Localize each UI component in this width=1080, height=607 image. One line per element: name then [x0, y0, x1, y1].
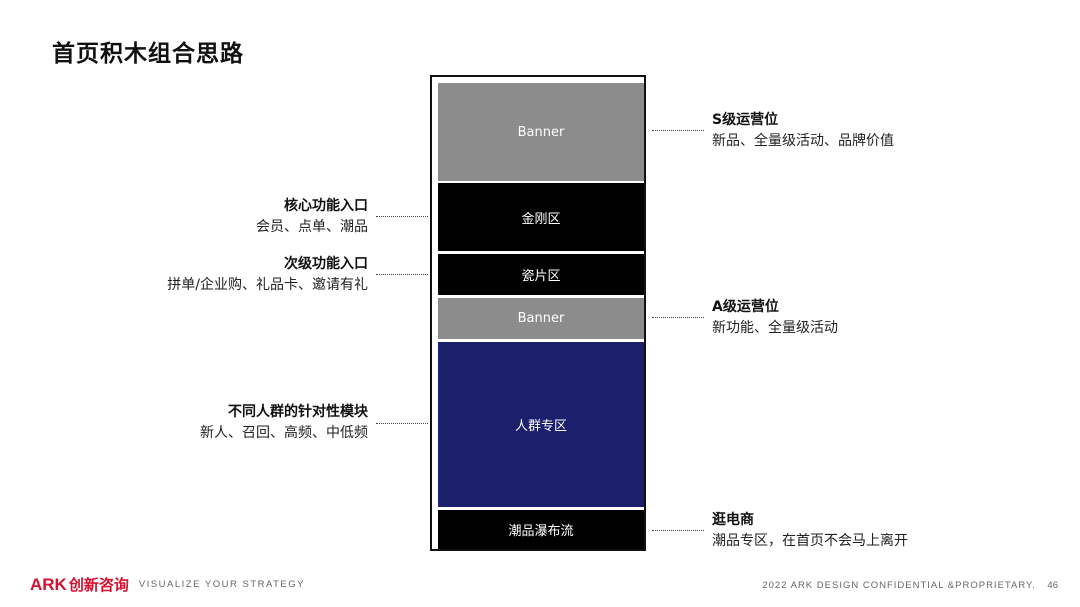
page-title: 首页积木组合思路 — [52, 41, 244, 67]
block-tile-area: 瓷片区 — [438, 254, 644, 295]
annotation-heading: A级运营位 — [712, 299, 779, 315]
leader-line — [652, 130, 704, 131]
annotation-core-entry: 核心功能入口 会员、点单、潮品 — [256, 196, 368, 238]
block-label: Banner — [517, 124, 565, 140]
ark-logo-cn: 创新咨询 — [68, 576, 129, 594]
block-banner-top: Banner — [438, 83, 644, 181]
annotation-secondary-entry: 次级功能入口 拼单/企业购、礼品卡、邀请有礼 — [167, 254, 368, 296]
annotation-a-level: A级运营位 新功能、全量级活动 — [712, 297, 838, 339]
footer-logo: ARK 创新咨询 VISUALIZE YOUR STRATEGY — [30, 574, 305, 595]
annotation-s-level: S级运营位 新品、全量级活动、品牌价值 — [712, 110, 894, 152]
block-crowd-zone: 人群专区 — [438, 342, 644, 507]
annotation-heading: 不同人群的针对性模块 — [228, 404, 368, 420]
block-kingkong: 金刚区 — [438, 183, 644, 251]
annotation-sub: 会员、点单、潮品 — [256, 219, 368, 235]
annotation-heading: S级运营位 — [712, 112, 779, 128]
confidential-text: 2022 ARK DESIGN CONFIDENTIAL &PROPRIETAR… — [762, 580, 1036, 591]
block-label: Banner — [517, 311, 565, 326]
leader-line — [652, 530, 704, 531]
annotation-sub: 新功能、全量级活动 — [712, 320, 838, 336]
leader-line — [652, 317, 704, 318]
annotation-heading: 次级功能入口 — [284, 256, 368, 272]
leader-line — [376, 216, 428, 217]
annotation-ecommerce: 逛电商 潮品专区，在首页不会马上离开 — [712, 510, 908, 552]
page-number: 46 — [1047, 580, 1058, 591]
annotation-heading: 核心功能入口 — [284, 198, 368, 214]
block-label: 潮品瀑布流 — [508, 524, 574, 539]
ark-logo: ARK — [30, 574, 67, 594]
annotation-sub: 潮品专区，在首页不会马上离开 — [712, 533, 908, 549]
leader-line — [376, 274, 428, 275]
annotation-crowd-module: 不同人群的针对性模块 新人、召回、高频、中低频 — [200, 402, 368, 444]
annotation-sub: 新品、全量级活动、品牌价值 — [712, 133, 894, 149]
leader-line — [376, 423, 428, 424]
block-label: 金刚区 — [521, 211, 561, 227]
annotation-sub: 新人、召回、高频、中低频 — [200, 425, 368, 441]
block-trend-feed: 潮品瀑布流 — [438, 510, 644, 549]
annotation-heading: 逛电商 — [712, 512, 754, 528]
footer-confidential: 2022 ARK DESIGN CONFIDENTIAL &PROPRIETAR… — [762, 580, 1058, 591]
slogan: VISUALIZE YOUR STRATEGY — [138, 579, 305, 590]
homepage-frame: Banner 金刚区 瓷片区 Banner 人群专区 潮品瀑布流 — [430, 75, 646, 551]
annotation-sub: 拼单/企业购、礼品卡、邀请有礼 — [167, 277, 368, 293]
block-label: 人群专区 — [514, 419, 567, 434]
block-label: 瓷片区 — [521, 269, 561, 284]
block-banner-mid: Banner — [438, 298, 644, 339]
